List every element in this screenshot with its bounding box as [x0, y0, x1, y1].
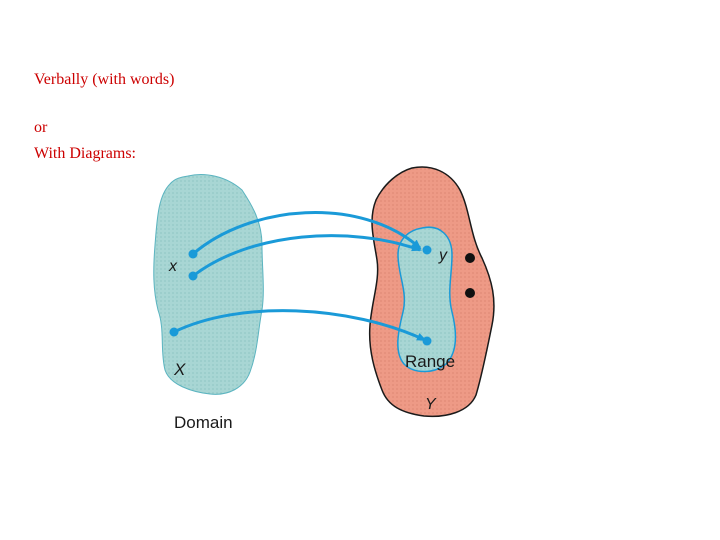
mapping-arrow-3: [173, 309, 427, 342]
label-y-point: y: [438, 247, 448, 264]
or-text: or: [34, 119, 48, 136]
with-diagrams-text: With Diagrams:: [34, 145, 136, 162]
domain-point-3: [169, 327, 179, 337]
domain-point-2: [188, 271, 198, 281]
codomain-point-2: [465, 288, 475, 298]
domain-point-x: [188, 249, 198, 259]
label-x-point: x: [168, 258, 178, 275]
label-domain: Domain: [174, 413, 233, 432]
mapping-arrow-2: [192, 234, 422, 278]
mapping-arrow-1: [192, 211, 422, 256]
verbally-text: Verbally (with words): [34, 71, 175, 88]
label-range: Range: [405, 352, 455, 371]
codomain-point-1: [465, 253, 475, 263]
range-point-2: [422, 336, 432, 346]
range-point-y: [422, 245, 432, 255]
label-codomain-set: Y: [425, 396, 437, 413]
label-domain-set: X: [173, 360, 186, 379]
domain-region: [153, 174, 264, 395]
